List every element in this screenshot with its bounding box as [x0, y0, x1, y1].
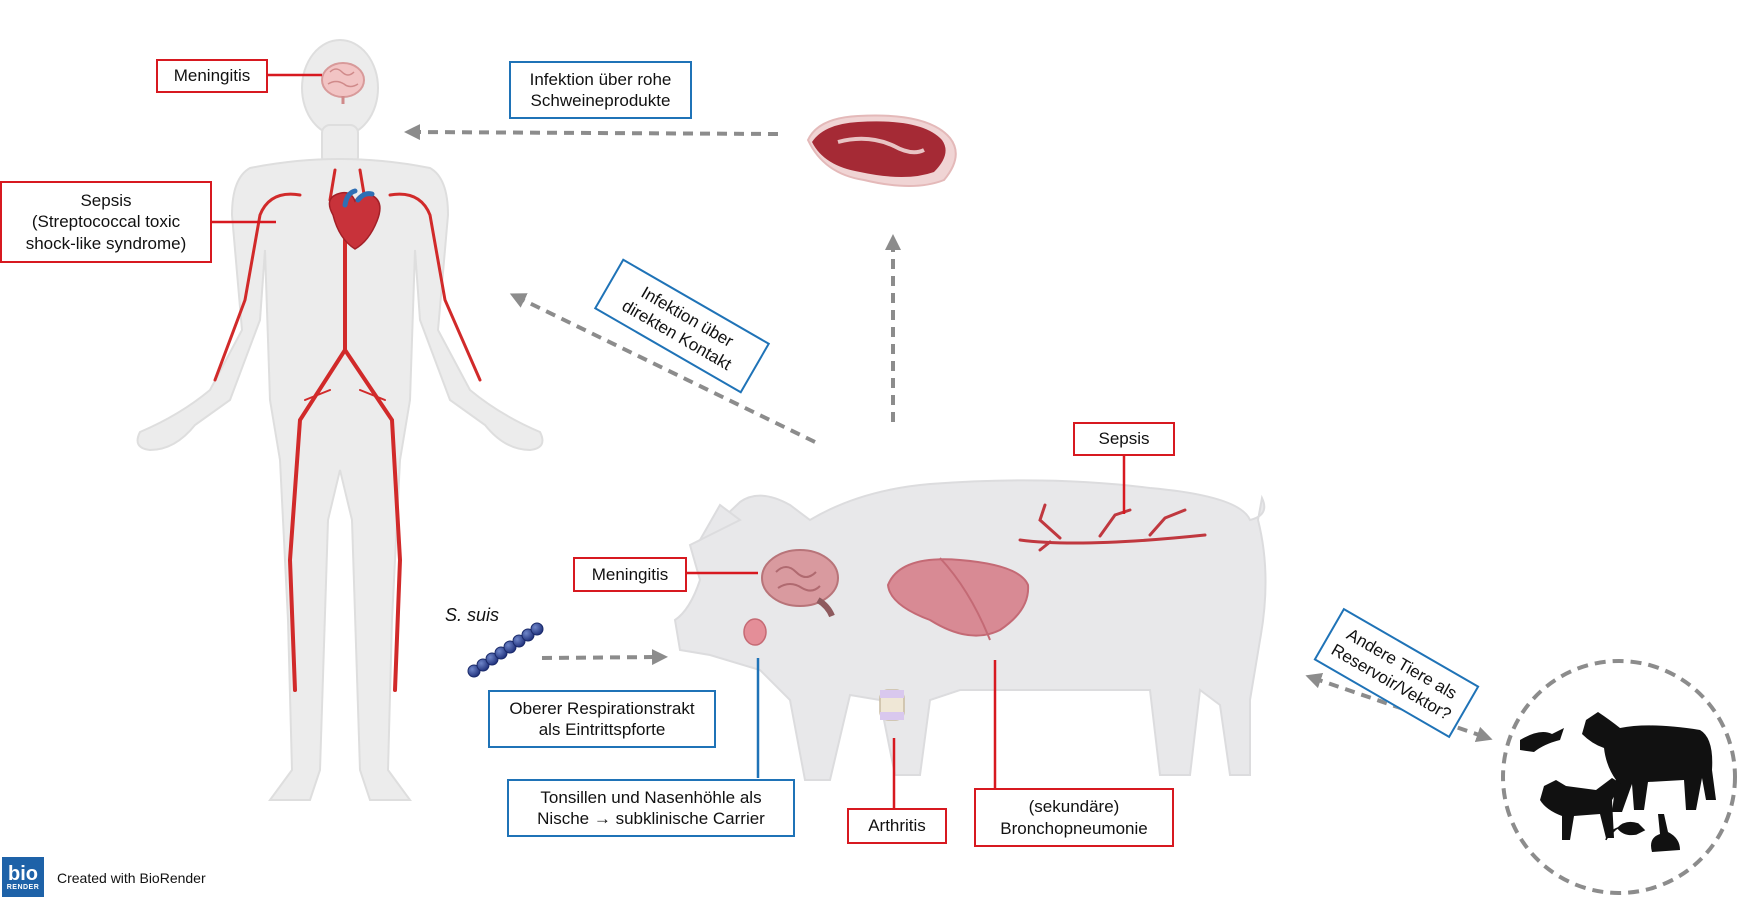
heart-icon	[328, 188, 381, 250]
arrow-pig-to-human	[509, 293, 816, 444]
dog-icon	[1540, 778, 1622, 840]
mouse-icon	[1605, 821, 1646, 841]
arthritis-label: Arthritis	[847, 808, 947, 844]
rabbit-icon	[1651, 814, 1680, 852]
tonsil-icon	[743, 618, 767, 646]
bird-icon	[1520, 728, 1564, 752]
arrow-bacteria-to-pig	[541, 649, 668, 666]
arrow-meat-to-human	[404, 124, 779, 141]
brain-icon	[761, 549, 839, 618]
pneumonia-label: (sekundäre) Bronchopneumonie	[974, 788, 1174, 847]
tonsils-label: Tonsillen und Nasenhöhle als Nische → su…	[507, 779, 795, 837]
other-animals-group	[1501, 659, 1737, 895]
bacteria-chain-icon	[467, 622, 544, 678]
footer-credit: Created with BioRender	[57, 870, 206, 886]
pig-sepsis-label: Sepsis	[1073, 422, 1175, 456]
pig-meningitis-label: Meningitis	[573, 557, 687, 592]
lung-icon	[886, 557, 1030, 641]
joint-icon	[879, 689, 905, 721]
human-meningitis-label: Meningitis	[156, 59, 268, 93]
biorender-logo: bio RENDER	[2, 857, 44, 897]
raw-products-label: Infektion über rohe Schweineprodukte	[509, 61, 692, 119]
entry-label: Oberer Respirationstrakt als Eintrittspf…	[488, 690, 716, 748]
human-body-icon	[136, 39, 544, 801]
connector-lines	[212, 73, 1126, 810]
human-sepsis-label: Sepsis (Streptococcal toxic shock-like s…	[0, 181, 212, 263]
brain-icon	[321, 62, 365, 104]
bacterium-name: S. suis	[445, 605, 500, 625]
meat-steak-icon	[806, 114, 957, 187]
blood-vessels-icon	[213, 168, 482, 692]
blood-vessels-icon	[1018, 503, 1207, 552]
